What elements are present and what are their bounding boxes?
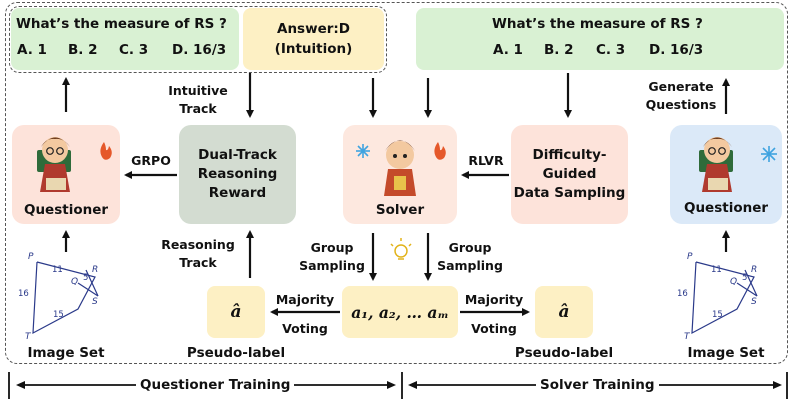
question-box-right: [416, 8, 784, 70]
tri-right-t: T: [684, 332, 690, 342]
outer-frame: [5, 2, 788, 364]
pseudo-label-right: Pseudo-label: [514, 345, 614, 361]
difficulty-line1: Difficulty-: [532, 147, 607, 163]
snowflake-icon-solver: [356, 144, 370, 158]
group-sampling-left-2: Sampling: [299, 258, 365, 273]
image-set-right: Image Set: [687, 345, 765, 361]
fire-icon-solver: [434, 142, 446, 160]
samples-text: a₁, a₂, … aₘ: [351, 302, 449, 322]
questioner-left-avatar-icon: [37, 137, 71, 192]
grpo-label: GRPO: [131, 153, 171, 168]
answer-line2: (Intuition): [274, 41, 353, 57]
timeline-arrow-4: [773, 381, 782, 389]
question-text-left: What’s the measure of RS ?: [16, 16, 227, 32]
timeline-arrow-3: [408, 381, 417, 389]
answer-line1: Answer:D: [277, 21, 350, 37]
difficulty-sampling-box: Difficulty- Guided Data Sampling: [511, 125, 628, 224]
reasoning-track-label-1: Reasoning: [161, 237, 235, 252]
tri-left-s: S: [92, 297, 98, 307]
solver-avatar-icon: [384, 140, 416, 196]
tri-left-r: R: [92, 265, 99, 275]
tri-right-p: P: [687, 252, 693, 262]
option-d-right: D. 16/3: [649, 42, 704, 58]
intuitive-track-label-1: Intuitive: [168, 83, 228, 98]
pseudo-label-left: Pseudo-label: [186, 345, 286, 361]
majority-voting-left-2: Voting: [282, 321, 328, 336]
option-a-right: A. 1: [493, 42, 523, 58]
questioner-right-avatar-icon: [699, 137, 733, 192]
generate-questions-label-2: Questions: [645, 97, 717, 112]
tri-left-5: 5: [83, 273, 89, 283]
triangle-figure-left: [32, 261, 99, 335]
tri-right-5: 5: [742, 273, 748, 283]
image-set-left: Image Set: [27, 345, 105, 361]
samples-box: a₁, a₂, … aₘ: [342, 286, 458, 338]
questioner-left-label: Questioner: [23, 202, 109, 218]
difficulty-line3: Data Sampling: [513, 185, 626, 201]
tri-left-q: Q: [71, 277, 79, 287]
dual-track-line2: Reasoning: [197, 166, 278, 182]
group-sampling-left-1: Group: [310, 240, 354, 255]
tri-right-11: 11: [711, 265, 722, 275]
solver-label: Solver: [375, 202, 425, 218]
majority-voting-left-1: Majority: [275, 292, 335, 307]
option-a-left: A. 1: [17, 42, 47, 58]
answer-hat-left: â: [230, 302, 242, 322]
question-frame-left: [9, 6, 387, 73]
tri-right-16: 16: [677, 289, 688, 299]
difficulty-line2: Guided: [542, 166, 597, 182]
reasoning-track-label-2: Track: [179, 255, 217, 270]
question-box-left: [11, 8, 239, 70]
tri-left-15: 15: [53, 310, 64, 320]
intuitive-track-label-2: Track: [179, 101, 217, 116]
answer-box: Answer:D (Intuition): [243, 8, 384, 70]
group-sampling-right-2: Sampling: [437, 258, 503, 273]
option-b-left: B. 2: [68, 42, 98, 58]
dual-track-line3: Reward: [208, 185, 267, 201]
option-c-left: C. 3: [119, 42, 149, 58]
tri-right-r: R: [751, 265, 758, 275]
option-b-right: B. 2: [544, 42, 574, 58]
majority-voting-right-2: Voting: [471, 321, 517, 336]
answer-hat-right: â: [558, 302, 570, 322]
tri-left-11: 11: [52, 265, 63, 275]
fire-icon-left: [100, 142, 112, 160]
tri-right-15: 15: [712, 310, 723, 320]
tri-right-s: S: [751, 297, 757, 307]
rlvr-label: RLVR: [468, 153, 504, 168]
tri-right-q: Q: [730, 277, 738, 287]
group-sampling-right-1: Group: [448, 240, 492, 255]
question-text-right: What’s the measure of RS ?: [492, 16, 703, 32]
dual-track-reward-box: Dual-Track Reasoning Reward: [179, 125, 296, 224]
answer-hat-box-right: â: [535, 286, 593, 338]
tri-left-t: T: [25, 332, 31, 342]
tri-left-16: 16: [18, 289, 29, 299]
majority-voting-right-1: Majority: [464, 292, 524, 307]
answer-hat-box-left: â: [207, 286, 265, 338]
tri-left-p: P: [28, 252, 34, 262]
dual-track-line1: Dual-Track: [198, 147, 277, 163]
solver-training-label: Solver Training: [536, 377, 659, 393]
option-c-right: C. 3: [596, 42, 626, 58]
questioner-right-label: Questioner: [683, 200, 769, 216]
timeline-arrow-2: [387, 381, 396, 389]
timeline-arrow-1: [16, 381, 25, 389]
snowflake-icon-right: [761, 146, 777, 162]
option-d-left: D. 16/3: [172, 42, 227, 58]
triangle-figure-right: [691, 261, 758, 335]
lightbulb-icon: [390, 238, 412, 260]
questioner-training-label: Questioner Training: [136, 377, 295, 393]
generate-questions-label-1: Generate: [648, 79, 714, 94]
